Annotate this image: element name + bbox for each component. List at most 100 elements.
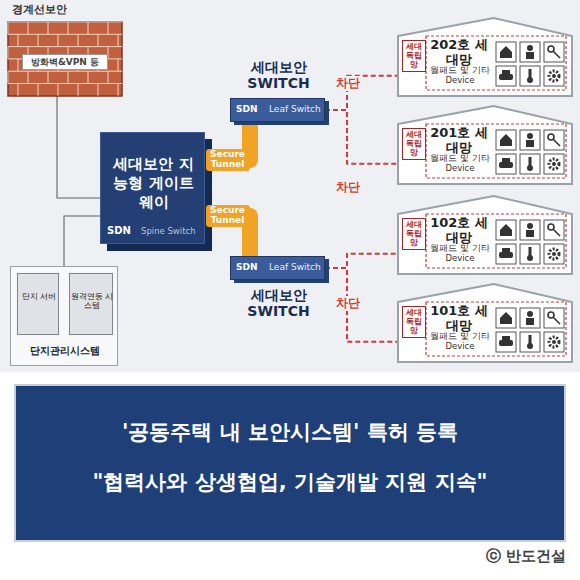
gear-icon <box>549 249 559 259</box>
device-icon-frame <box>520 42 540 62</box>
device-icon-frame <box>496 130 516 150</box>
household-link <box>325 254 398 268</box>
server-box: 원격연동 시스템 <box>69 273 113 335</box>
node-title: 202호 세대망 <box>428 38 490 68</box>
device-icon-frame <box>544 66 564 86</box>
thermo-icon <box>527 165 533 171</box>
brick-joint <box>108 22 109 34</box>
key-icon <box>553 229 560 236</box>
device-icon-frame <box>520 308 540 328</box>
brick-joint <box>8 46 122 47</box>
watermark: ⓒ 반도건설 <box>486 548 566 565</box>
key-icon <box>553 51 560 58</box>
household-house: 202호 세대망월패드 및 기타 Device세대 독립망 <box>398 18 572 96</box>
household-house: 102호 세대망월패드 및 기타 Device세대 독립망 <box>398 196 572 274</box>
edge-label: Secure Tunnel <box>206 149 250 171</box>
device-icon-frame <box>544 42 564 62</box>
management-system-box: 단지관리시스템단지 서버원격연동 시스템 <box>10 266 118 366</box>
household-house: 201호 세대망월패드 및 기타 Device세대 독립망 <box>398 106 572 184</box>
device-icon-frame <box>496 66 516 86</box>
edge-label: Secure Tunnel <box>206 205 250 227</box>
brick-joint <box>8 34 122 35</box>
household-link <box>325 268 398 342</box>
node-text: Spine Switch <box>141 227 203 237</box>
person-icon <box>526 230 534 237</box>
home-icon <box>500 46 512 58</box>
household-net-outline <box>426 36 566 90</box>
device-icon-frame <box>496 332 516 352</box>
network-line <box>57 96 100 198</box>
device-icon-frame <box>520 244 540 264</box>
brick-joint <box>48 22 49 34</box>
person-icon <box>526 140 534 147</box>
person-icon <box>527 223 533 229</box>
node-text: 세대 독립망 <box>402 128 426 160</box>
brick-joint <box>8 71 9 83</box>
brick-joint <box>58 84 59 96</box>
block-label: 차단 <box>334 296 362 311</box>
person-icon <box>527 311 533 317</box>
node-title: 경계선보안 <box>10 4 69 17</box>
person-icon <box>527 133 533 139</box>
device-icon-frame <box>544 332 564 352</box>
car-icon <box>502 248 510 253</box>
node-title: 단지 서버 <box>18 292 60 301</box>
network-line <box>64 216 100 266</box>
brick-joint <box>18 84 19 96</box>
household-link <box>325 76 398 110</box>
block-label: 차단 <box>334 76 362 91</box>
leaf-switch: 세대보안 SWITCHSDNLeaf Switch <box>230 98 325 122</box>
household-link <box>325 110 398 164</box>
brick-joint <box>8 22 9 34</box>
house-body <box>398 196 572 274</box>
gear-icon <box>552 74 556 78</box>
gear-icon <box>552 340 556 344</box>
banner-caption: "협력사와 상생협업, 기술개발 지원 지속" <box>20 470 560 495</box>
node-text: SDN <box>236 104 258 114</box>
brick-joint <box>88 71 89 83</box>
brick-joint <box>48 71 49 83</box>
brick-joint <box>108 71 109 83</box>
brick-joint <box>38 34 39 46</box>
node-text: 세대 독립망 <box>402 306 426 338</box>
node-title: 101호 세대망 <box>428 304 490 334</box>
person-icon <box>527 45 533 51</box>
house-body <box>398 284 572 362</box>
house-body <box>398 18 572 96</box>
firewall-wall: 경계선보안방화벽&VPN 등 <box>8 4 122 96</box>
brick-joint <box>88 22 89 34</box>
house-body <box>398 106 572 184</box>
leaf-switch: 세대보안 SWITCHSDNLeaf Switch <box>230 256 325 280</box>
brick-joint <box>98 34 99 46</box>
key-icon <box>553 139 560 146</box>
device-icon-frame <box>544 154 564 174</box>
brick-joint <box>118 34 119 46</box>
household-net-outline <box>426 124 566 178</box>
node-title: 102호 세대망 <box>428 216 490 246</box>
home-icon <box>500 312 512 324</box>
device-icon-frame <box>496 220 516 240</box>
brick-joint <box>18 34 19 46</box>
device-icon-frame <box>544 244 564 264</box>
gear-icon <box>552 252 556 256</box>
brick-joint <box>68 71 69 83</box>
node-text: 월패드 및 기타 Device <box>428 332 492 352</box>
brick-joint <box>68 22 69 34</box>
brick-joint <box>8 71 122 72</box>
brick-joint <box>8 83 122 84</box>
server-box: 단지 서버 <box>17 273 59 335</box>
brick-joint <box>18 59 19 71</box>
brick-joint <box>38 84 39 96</box>
node-text: 세대 독립망 <box>402 218 426 250</box>
gear-icon <box>552 162 556 166</box>
device-icon-frame <box>496 42 516 62</box>
brick-joint <box>78 34 79 46</box>
node-title: 세대보안 지능형 게이트웨이 <box>107 155 200 211</box>
node-text: 방화벽&VPN 등 <box>22 54 108 70</box>
banner-panel <box>15 385 565 541</box>
node-text: 세대 독립망 <box>402 40 426 72</box>
car-icon <box>502 336 510 341</box>
gear-icon <box>549 337 559 347</box>
brick-joint <box>8 22 122 23</box>
device-icon-frame <box>544 220 564 240</box>
